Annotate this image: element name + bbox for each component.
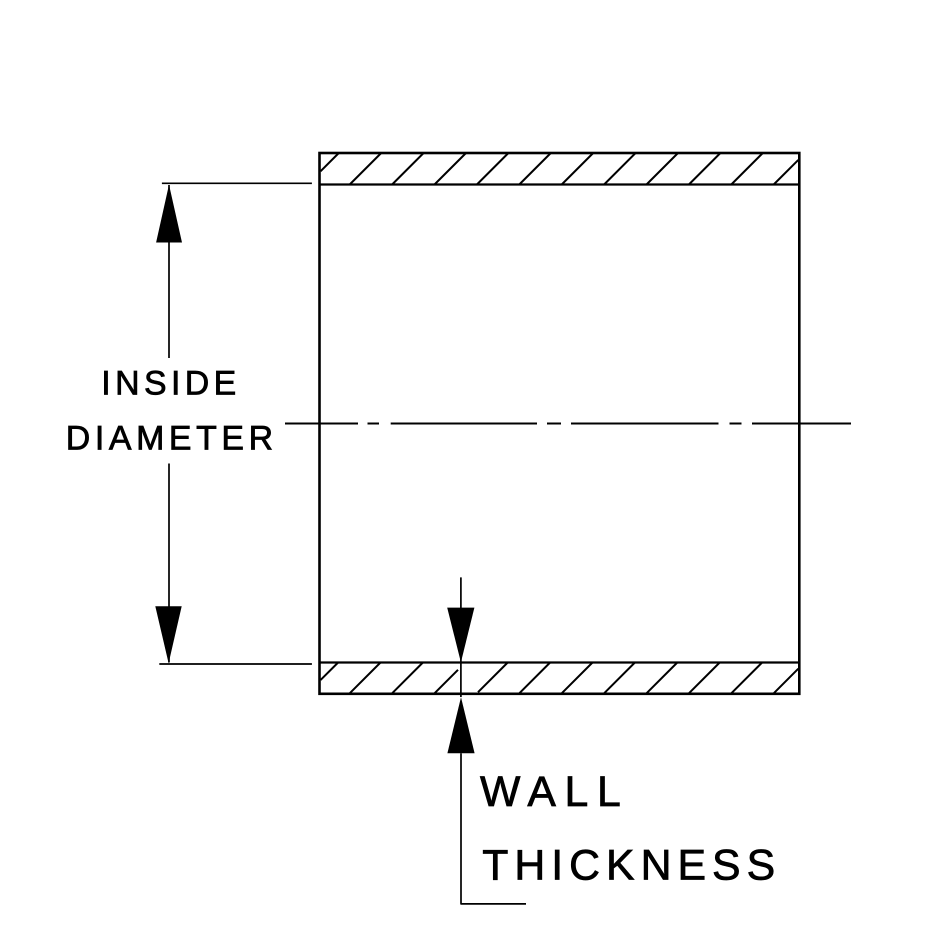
svg-text:INSIDE: INSIDE [101, 365, 240, 403]
svg-text:DIAMETER: DIAMETER [66, 420, 278, 458]
svg-text:WALL: WALL [480, 768, 629, 816]
svg-text:THICKNESS: THICKNESS [482, 842, 781, 890]
